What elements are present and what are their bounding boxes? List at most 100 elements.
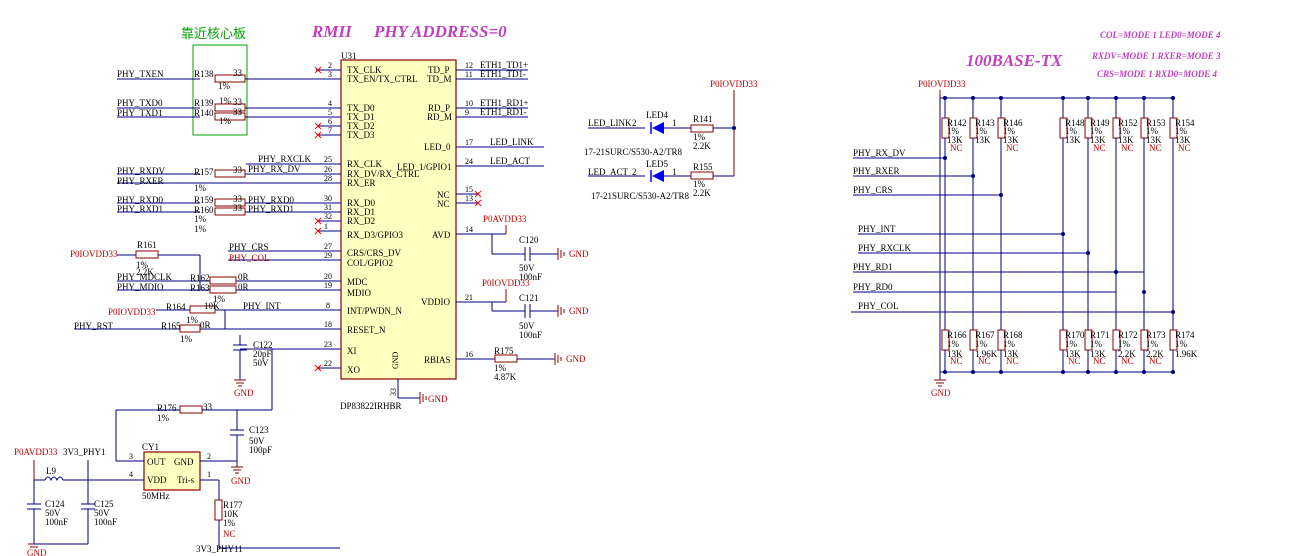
svg-text:4: 4: [328, 99, 332, 108]
svg-text:C121: C121: [519, 293, 539, 303]
svg-text:R146: R146: [1003, 118, 1023, 128]
resistor-r165: R165 0R 1%: [161, 310, 226, 344]
svg-text:R142: R142: [947, 118, 967, 128]
svg-text:13K: 13K: [975, 135, 991, 145]
svg-text:PHY_RXER: PHY_RXER: [117, 176, 164, 186]
capacitor-c120: P0AVDD33 C120 50V 100nF GND: [483, 214, 589, 282]
svg-text:R174: R174: [1175, 330, 1195, 340]
svg-text:50V: 50V: [45, 508, 61, 518]
svg-text:4.87K: 4.87K: [494, 372, 517, 382]
svg-text:NC: NC: [1121, 143, 1134, 153]
svg-text:PHY_RX_DV: PHY_RX_DV: [248, 164, 301, 174]
svg-text:50V: 50V: [253, 358, 269, 368]
svg-text:MDIO: MDIO: [347, 288, 371, 298]
svg-text:R171: R171: [1090, 330, 1110, 340]
svg-text:21: 21: [465, 293, 473, 302]
svg-text:R165: R165: [161, 321, 181, 331]
svg-text:PHY_RXDV: PHY_RXDV: [117, 166, 166, 176]
svg-text:GND: GND: [569, 249, 589, 259]
svg-text:33: 33: [233, 97, 243, 107]
svg-text:1%: 1%: [1065, 339, 1078, 349]
svg-text:13K: 13K: [947, 135, 963, 145]
svg-text:1%: 1%: [1146, 126, 1159, 136]
svg-text:R159: R159: [194, 195, 214, 205]
svg-text:24: 24: [465, 157, 473, 166]
svg-text:7: 7: [328, 126, 332, 135]
svg-text:R162: R162: [190, 273, 210, 283]
svg-text:R155: R155: [693, 162, 713, 172]
svg-text:LED_LINK: LED_LINK: [588, 118, 632, 128]
svg-text:VDD: VDD: [147, 475, 167, 485]
svg-text:LED_1/GPIO1: LED_1/GPIO1: [397, 162, 452, 172]
svg-text:1%: 1%: [194, 224, 207, 234]
svg-text:NC: NC: [1178, 143, 1191, 153]
svg-text:1%: 1%: [223, 518, 236, 528]
svg-text:12: 12: [465, 61, 473, 70]
left-signal-nets: PHY_TXEN PHY_TXD0 PHY_TXD1 PHY_RXDV PHY_…: [74, 69, 210, 331]
svg-text:R166: R166: [947, 330, 967, 340]
svg-text:PHY_RD0: PHY_RD0: [853, 282, 893, 292]
resistor-r177: R177 10K 1% NC 3V3_PHY11: [196, 480, 340, 554]
svg-text:1%: 1%: [194, 214, 207, 224]
svg-text:100nF: 100nF: [94, 517, 117, 527]
svg-text:50MHz: 50MHz: [142, 491, 170, 501]
svg-text:1%: 1%: [1090, 126, 1103, 136]
svg-text:RD_M: RD_M: [427, 112, 452, 122]
svg-text:1%: 1%: [693, 132, 706, 142]
svg-text:GND: GND: [569, 306, 589, 316]
svg-text:22: 22: [324, 359, 332, 368]
svg-text:LED_ACT: LED_ACT: [588, 167, 628, 177]
svg-text:C125: C125: [94, 499, 114, 509]
svg-text:COL/GPIO2: COL/GPIO2: [347, 258, 393, 268]
svg-text:PHY_RXD0: PHY_RXD0: [117, 195, 164, 205]
svg-text:XI: XI: [347, 346, 357, 356]
svg-text:PHY_RD1: PHY_RD1: [853, 262, 893, 272]
led-act: LED_ACT 2 LED5 1 17-21SURC/S530-A2/TR8 R…: [588, 159, 734, 201]
svg-text:NC: NC: [1149, 143, 1162, 153]
svg-text:R167: R167: [975, 330, 995, 340]
svg-text:RX_D2: RX_D2: [347, 216, 375, 226]
svg-text:NC: NC: [950, 356, 963, 366]
svg-text:TX_D3: TX_D3: [347, 130, 375, 140]
mode-note-2: RXDV=MODE 1 RXER=MODE 3: [1091, 51, 1221, 61]
svg-text:1%: 1%: [1175, 339, 1188, 349]
svg-text:32: 32: [324, 212, 332, 221]
rmii-title: RMII: [311, 22, 353, 41]
svg-text:GND: GND: [566, 354, 586, 364]
svg-text:PHY_RST: PHY_RST: [74, 321, 114, 331]
svg-text:C120: C120: [519, 235, 539, 245]
svg-text:LED5: LED5: [646, 159, 668, 169]
svg-text:CY1: CY1: [142, 442, 159, 452]
svg-text:TX_D1: TX_D1: [347, 112, 375, 122]
svg-text:10: 10: [465, 99, 473, 108]
capacitor-c123: C123 50V 100pF GND: [230, 410, 272, 486]
svg-text:R157: R157: [194, 167, 214, 177]
svg-text:PHY_TXEN: PHY_TXEN: [117, 69, 164, 79]
svg-text:R173: R173: [1146, 330, 1166, 340]
svg-text:33: 33: [203, 402, 213, 412]
svg-text:100pF: 100pF: [249, 445, 272, 455]
svg-text:PHY_RXD1: PHY_RXD1: [248, 204, 294, 214]
svg-text:PHY_MDCLK: PHY_MDCLK: [117, 272, 173, 282]
svg-text:TX_D2: TX_D2: [347, 121, 375, 131]
svg-text:17: 17: [465, 138, 473, 147]
svg-text:33: 33: [233, 165, 243, 175]
svg-text:NC: NC: [950, 143, 963, 153]
svg-text:L9: L9: [46, 466, 56, 476]
phy-address-title: PHY ADDRESS=0: [373, 22, 507, 41]
